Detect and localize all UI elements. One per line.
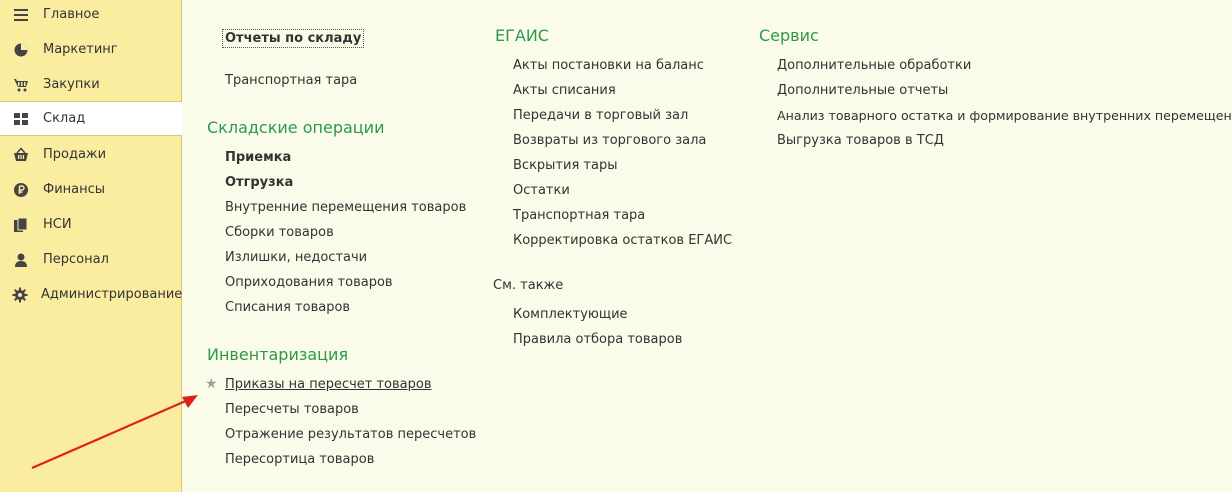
section-title-warehouse-ops: Складские операции xyxy=(207,118,385,137)
sidebar-item-finance[interactable]: Финансы xyxy=(0,172,181,207)
person-icon xyxy=(12,251,30,269)
link-recounts[interactable]: Пересчеты товаров xyxy=(225,402,359,417)
link-egais-transport-tare[interactable]: Транспортная тара xyxy=(513,208,646,223)
sidebar-item-sales[interactable]: Продажи xyxy=(0,137,181,172)
sidebar-item-label: НСИ xyxy=(43,217,72,232)
sidebar-item-personnel[interactable]: Персонал xyxy=(0,242,181,277)
link-egais-tare-openings[interactable]: Вскрытия тары xyxy=(513,158,618,173)
documents-icon xyxy=(12,216,30,234)
sidebar-item-label: Главное xyxy=(43,7,100,22)
sidebar-item-warehouse[interactable]: Склад xyxy=(0,101,182,136)
link-recount-results[interactable]: Отражение результатов пересчетов xyxy=(225,427,477,442)
section-title-inventory: Инвентаризация xyxy=(207,345,349,364)
sidebar: Главное Маркетинг Закупки Склад Продажи xyxy=(0,0,182,492)
sidebar-item-marketing[interactable]: Маркетинг xyxy=(0,32,181,67)
sidebar-item-label: Маркетинг xyxy=(43,42,118,57)
sidebar-item-main[interactable]: Главное xyxy=(0,0,181,32)
link-selection-rules[interactable]: Правила отбора товаров xyxy=(513,332,683,347)
content-area: Отчеты по складу Транспортная тара Склад… xyxy=(183,0,1232,492)
link-extra-processors[interactable]: Дополнительные обработки xyxy=(777,58,972,73)
link-egais-balance-acts[interactable]: Акты постановки на баланс xyxy=(513,58,704,73)
link-warehouse-reports[interactable]: Отчеты по складу xyxy=(222,29,365,48)
sidebar-item-administration[interactable]: Администрирование xyxy=(0,277,183,312)
link-stock-analysis[interactable]: Анализ товарного остатка и формирование … xyxy=(777,108,1232,123)
link-tsd-export[interactable]: Выгрузка товаров в ТСД xyxy=(777,133,944,148)
gear-icon xyxy=(12,286,28,304)
link-write-offs[interactable]: Списания товаров xyxy=(225,300,351,315)
grid-icon xyxy=(12,110,30,128)
ruble-coin-icon xyxy=(12,181,30,199)
sidebar-item-label: Закупки xyxy=(43,77,100,92)
sidebar-item-label: Администрирование xyxy=(41,287,183,302)
menu-lines-icon xyxy=(12,6,30,24)
link-recount-orders[interactable]: Приказы на пересчет товаров xyxy=(225,377,432,392)
pie-chart-icon xyxy=(12,41,30,59)
subhead-see-also: См. также xyxy=(493,278,564,293)
sidebar-item-purchases[interactable]: Закупки xyxy=(0,67,181,102)
link-receiving[interactable]: Приемка xyxy=(225,150,292,165)
link-transport-tare[interactable]: Транспортная тара xyxy=(225,73,358,88)
sidebar-item-label: Персонал xyxy=(43,252,109,267)
link-egais-hall-returns[interactable]: Возвраты из торгового зала xyxy=(513,133,707,148)
section-title-egais: ЕГАИС xyxy=(495,26,549,45)
link-egais-writeoff-acts[interactable]: Акты списания xyxy=(513,83,616,98)
section-title-service: Сервис xyxy=(759,26,819,45)
sidebar-item-label: Финансы xyxy=(43,182,106,197)
link-egais-balance-correction[interactable]: Корректировка остатков ЕГАИС xyxy=(513,233,733,248)
shopping-cart-icon xyxy=(12,76,30,94)
link-egais-balances[interactable]: Остатки xyxy=(513,183,570,198)
link-receipts[interactable]: Оприходования товаров xyxy=(225,275,393,290)
sidebar-item-label: Продажи xyxy=(43,147,107,162)
link-extra-reports[interactable]: Дополнительные отчеты xyxy=(777,83,949,98)
link-assemblies[interactable]: Сборки товаров xyxy=(225,225,334,240)
basket-icon xyxy=(12,146,30,164)
link-surplus-shortage[interactable]: Излишки, недостачи xyxy=(225,250,368,265)
link-regrading[interactable]: Пересортица товаров xyxy=(225,452,375,467)
link-shipping[interactable]: Отгрузка xyxy=(225,175,294,190)
sidebar-item-label: Склад xyxy=(43,111,86,126)
link-internal-transfers[interactable]: Внутренние перемещения товаров xyxy=(225,200,467,215)
sidebar-item-nsi[interactable]: НСИ xyxy=(0,207,181,242)
link-egais-hall-transfers[interactable]: Передачи в торговый зал xyxy=(513,108,689,123)
star-icon[interactable]: ★ xyxy=(205,376,218,392)
link-components[interactable]: Комплектующие xyxy=(513,307,628,322)
